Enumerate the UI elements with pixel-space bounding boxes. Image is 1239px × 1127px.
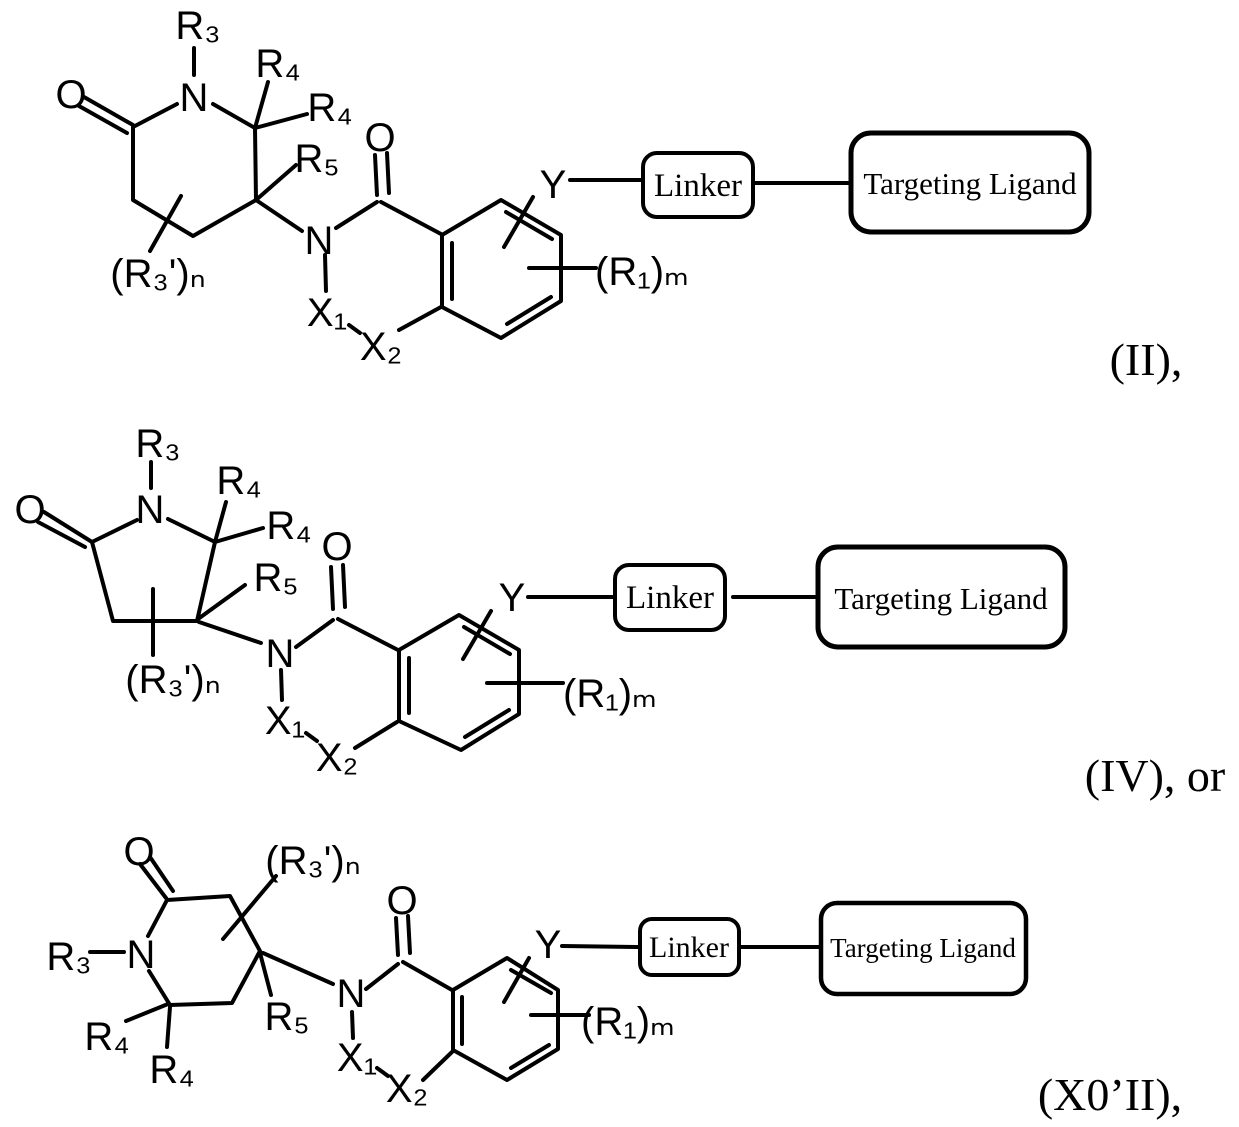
r4-r5-substituent-bonds <box>253 80 309 202</box>
amide-nitrogen-label: N <box>305 219 334 263</box>
ketone-double-bond <box>36 510 94 549</box>
x2-label: X₂ <box>386 1067 428 1111</box>
r5-label: R₅ <box>295 137 340 181</box>
benzene-ring-bonds <box>451 956 560 1082</box>
y-variable-bond <box>502 956 531 1004</box>
r1-label: (R₁)ₘ <box>581 1000 675 1044</box>
r5-substituent-bond <box>258 951 273 997</box>
r4-r5-substituent-bonds <box>196 500 265 621</box>
r4-label-1: R₄ <box>84 1015 129 1059</box>
amide-carbonyl-double-bond <box>394 914 412 957</box>
r4-label-1: R₄ <box>216 459 261 503</box>
r3-prime-label: (R₃')ₙ <box>125 658 220 702</box>
r4-label-2: R₄ <box>149 1048 194 1092</box>
y-variable-bond <box>502 195 535 249</box>
benzene-ring-bonds <box>440 198 563 340</box>
r4-label-2: R₄ <box>307 86 352 130</box>
formula-number-label: (X0’II), <box>1038 1069 1182 1120</box>
amide-oxygen-label: O <box>386 879 417 923</box>
ring-nitrogen-label: N <box>180 76 209 120</box>
ketone-oxygen-label: O <box>123 830 154 874</box>
structure-formula-IV: R₃ N O R₄ R₄ R₅ (R₃')ₙ N O X₁ X₂ Y (R₁)ₘ… <box>14 422 1225 801</box>
r3-prime-variable-bond <box>221 874 278 941</box>
ketone-oxygen-label: O <box>55 73 86 117</box>
amide-n-to-x1-bond <box>350 1010 355 1040</box>
amide-nitrogen-label: N <box>337 972 366 1016</box>
targeting-ligand-label: Targeting Ligand <box>863 166 1077 201</box>
r3-prime-label: (R₃')ₙ <box>110 252 205 296</box>
ring-to-amide-n-bond <box>254 198 304 233</box>
carbonyl-to-benzene-bond <box>379 200 443 236</box>
x2-label: X₂ <box>360 325 402 369</box>
linker-label: Linker <box>626 580 714 616</box>
ring-to-amide-n-bond <box>197 620 263 645</box>
x1-x2-bond <box>347 323 362 335</box>
amide-n-to-x1-bond <box>279 668 284 702</box>
ketone-double-bond <box>138 855 175 900</box>
ring-to-amide-n-bond <box>261 951 335 986</box>
x2-to-benzene-bond <box>421 1050 454 1082</box>
linker-label: Linker <box>649 931 729 964</box>
benzene-ring-bonds <box>397 613 521 752</box>
x1-x2-bond <box>375 1066 390 1078</box>
formula-number-label: (II), <box>1110 334 1183 385</box>
y-label: Y <box>540 163 567 207</box>
linker-box <box>641 151 755 219</box>
amide-carbonyl-double-bond <box>373 151 391 197</box>
ring-nitrogen-label: N <box>136 488 165 532</box>
y-to-linker-bond <box>560 944 640 949</box>
benzene-inner-double-bonds <box>450 210 554 326</box>
targeting-ligand-label: Targeting Ligand <box>830 933 1016 963</box>
formula-number-label: (IV), or <box>1085 750 1226 801</box>
r4-substituent-bonds <box>124 1002 172 1049</box>
x1-label: X₁ <box>307 291 347 335</box>
r4-label-1: R₄ <box>255 42 300 86</box>
r1-label: (R₁)ₘ <box>595 250 689 294</box>
y-variable-bond <box>461 609 493 661</box>
amide-n-to-carbonyl-bond <box>334 200 379 230</box>
amide-oxygen-label: O <box>321 525 352 569</box>
carbonyl-to-benzene-bond <box>401 960 454 992</box>
x2-to-benzene-bond <box>397 305 443 332</box>
y-label: Y <box>535 923 562 967</box>
r3-label: R₃ <box>175 4 220 48</box>
targeting-ligand-label: Targeting Ligand <box>834 581 1048 616</box>
linker-label: Linker <box>654 168 742 204</box>
amide-carbonyl-double-bond <box>329 563 347 611</box>
r5-label: R₅ <box>254 556 299 600</box>
ring-nitrogen-label: N <box>127 933 156 977</box>
r3-prime-label: (R₃')ₙ <box>265 839 360 883</box>
x2-label: X₂ <box>316 736 358 780</box>
targeting-ligand-box <box>818 900 1029 997</box>
r5-label: R₅ <box>265 995 310 1039</box>
targeting-ligand-box <box>815 544 1068 650</box>
structure-formula-X0II: O R₃ N (R₃')ₙ R₅ R₄ R₄ N O X₁ X₂ Y (R₁)ₘ… <box>46 830 1182 1120</box>
linker-box <box>638 917 741 977</box>
amide-n-to-carbonyl-bond <box>294 618 335 649</box>
r3-label: R₃ <box>46 935 91 979</box>
amide-n-to-x1-bond <box>323 253 328 293</box>
r3-prime-variable-bond <box>148 194 183 253</box>
amide-n-to-carbonyl-bond <box>364 962 400 991</box>
amide-nitrogen-label: N <box>266 632 295 676</box>
linker-box <box>613 563 727 632</box>
x1-label: X₁ <box>337 1036 377 1080</box>
benzene-inner-double-bonds <box>407 625 512 739</box>
r1-label: (R₁)ₘ <box>563 672 657 716</box>
x1-x2-bond <box>304 731 319 743</box>
r3-label: R₃ <box>135 422 180 466</box>
x2-to-benzene-bond <box>353 720 399 750</box>
carbonyl-to-benzene-bond <box>336 617 400 652</box>
x1-label: X₁ <box>265 699 305 743</box>
ketone-double-bond <box>77 95 135 135</box>
piperidinone-ring-bonds <box>131 102 258 238</box>
amide-oxygen-label: O <box>364 116 395 160</box>
y-label: Y <box>499 576 526 620</box>
ketone-oxygen-label: O <box>14 488 45 532</box>
r4-label-2: R₄ <box>266 504 311 548</box>
benzene-inner-double-bonds <box>460 968 553 1070</box>
targeting-ligand-box <box>848 130 1092 235</box>
structure-formula-II: R₃ N O R₄ R₄ R₅ (R₃')ₙ N O X₁ X₂ Y (R₁)ₘ… <box>55 4 1182 385</box>
